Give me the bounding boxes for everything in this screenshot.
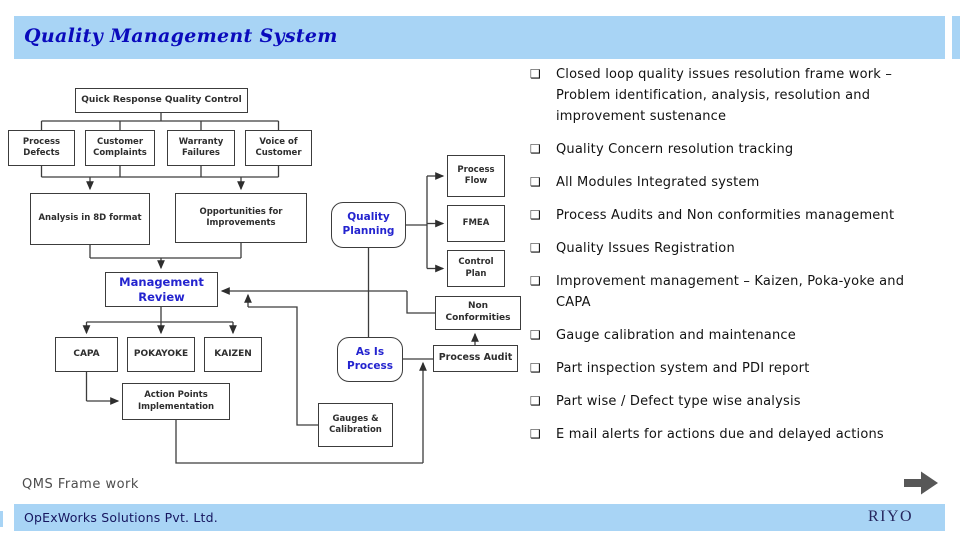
node-capa: CAPA bbox=[55, 337, 118, 372]
ballot-box-icon: ❑ bbox=[530, 208, 541, 222]
footer-brand-logo: RIYO bbox=[868, 508, 914, 525]
bullet-text: Closed loop quality issues resolution fr… bbox=[556, 67, 893, 124]
ballot-box-icon: ❑ bbox=[530, 274, 541, 288]
node-non-conformities: Non Conformities bbox=[435, 296, 521, 330]
bullet-item: ❑ Process Audits and Non conformities ma… bbox=[530, 205, 938, 226]
bullet-text: All Modules Integrated system bbox=[556, 175, 760, 190]
footer-bar bbox=[14, 504, 945, 531]
ballot-box-icon: ❑ bbox=[530, 394, 541, 408]
node-process-defects: Process Defects bbox=[8, 130, 75, 166]
bullet-item: ❑ Part inspection system and PDI report bbox=[530, 358, 938, 379]
ballot-box-icon: ❑ bbox=[530, 67, 541, 81]
bullet-text: Improvement management – Kaizen, Poka-yo… bbox=[556, 274, 905, 310]
bullet-text: Process Audits and Non conformities mana… bbox=[556, 208, 895, 223]
bullet-item: ❑ E mail alerts for actions due and dela… bbox=[530, 424, 938, 445]
bullet-item: ❑ Quality Issues Registration bbox=[530, 238, 938, 259]
node-warranty-failures: Warranty Failures bbox=[167, 130, 235, 166]
ballot-box-icon: ❑ bbox=[530, 241, 541, 255]
bullet-item: ❑ Quality Concern resolution tracking bbox=[530, 139, 938, 160]
bullet-text: Part wise / Defect type wise analysis bbox=[556, 394, 801, 409]
ballot-box-icon: ❑ bbox=[530, 142, 541, 156]
ballot-box-icon: ❑ bbox=[530, 427, 541, 441]
ballot-box-icon: ❑ bbox=[530, 328, 541, 342]
node-quality-planning: Quality Planning bbox=[331, 202, 406, 248]
node-fmea: FMEA bbox=[447, 205, 505, 242]
header-bar-fragment bbox=[952, 16, 960, 59]
node-quick-response-quality-control: Quick Response Quality Control bbox=[75, 88, 248, 113]
footer-bar-fragment bbox=[0, 511, 3, 527]
node-process-flow: Process Flow bbox=[447, 155, 505, 197]
ballot-box-icon: ❑ bbox=[530, 361, 541, 375]
page-title: Quality Management System bbox=[24, 25, 338, 47]
node-kaizen: KAIZEN bbox=[204, 337, 262, 372]
bullet-text: Part inspection system and PDI report bbox=[556, 361, 810, 376]
node-gauges-calibration: Gauges & Calibration bbox=[318, 403, 393, 447]
node-pokayoke: POKAYOKE bbox=[127, 337, 195, 372]
bullet-item: ❑ Closed loop quality issues resolution … bbox=[530, 64, 938, 127]
bullet-text: Quality Concern resolution tracking bbox=[556, 142, 794, 157]
bullet-text: E mail alerts for actions due and delaye… bbox=[556, 427, 884, 442]
bullet-list: ❑ Closed loop quality issues resolution … bbox=[530, 64, 938, 457]
bullet-text: Gauge calibration and maintenance bbox=[556, 328, 796, 343]
header-bar bbox=[14, 16, 945, 59]
node-customer-complaints: Customer Complaints bbox=[85, 130, 155, 166]
node-opportunities-for-improvements: Opportunities for Improvements bbox=[175, 193, 307, 243]
bullet-item: ❑ Improvement management – Kaizen, Poka-… bbox=[530, 271, 938, 313]
node-voice-of-customer: Voice of Customer bbox=[245, 130, 312, 166]
node-management-review: Management Review bbox=[105, 272, 218, 307]
node-control-plan: Control Plan bbox=[447, 250, 505, 287]
node-as-is-process: As Is Process bbox=[337, 337, 403, 382]
bullet-text: Quality Issues Registration bbox=[556, 241, 735, 256]
bullet-item: ❑ All Modules Integrated system bbox=[530, 172, 938, 193]
diagram-caption: QMS Frame work bbox=[22, 477, 139, 492]
node-action-points-implementation: Action Points Implementation bbox=[122, 383, 230, 420]
footer-company: OpExWorks Solutions Pvt. Ltd. bbox=[24, 510, 218, 525]
bullet-item: ❑ Part wise / Defect type wise analysis bbox=[530, 391, 938, 412]
bullet-item: ❑ Gauge calibration and maintenance bbox=[530, 325, 938, 346]
node-process-audit: Process Audit bbox=[433, 345, 518, 372]
next-arrow-icon bbox=[904, 471, 938, 495]
ballot-box-icon: ❑ bbox=[530, 175, 541, 189]
node-analysis-8d-format: Analysis in 8D format bbox=[30, 193, 150, 245]
